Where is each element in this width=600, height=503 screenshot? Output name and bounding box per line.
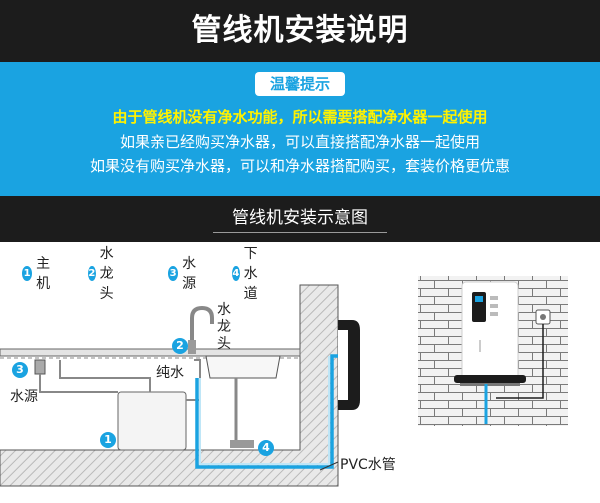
dispenser-side [338,320,360,410]
legend-label: 水龙头 [99,246,114,302]
wall-and-floor [0,284,339,487]
countertop [0,348,301,359]
faucet-label-char-2: 龙 [217,319,231,335]
legend-item-water-source: 3 水源 [168,256,201,292]
valve [34,359,118,393]
water-source-label: 水源 [10,389,38,405]
tip-line-3: 如果没有购买净水器，可以和净水器搭配购买，套装价格更优惠 [89,157,510,175]
marker-1: 1 [100,432,116,448]
pure-water-label: 纯水 [156,365,184,381]
legend-number: 1 [22,265,33,281]
diagram-title: 管线机安装示意图 [232,208,368,228]
outlet-and-cord [496,309,551,399]
tip-line-2: 如果亲已经购买净水器，可以直接搭配净水器一起使用 [119,133,480,151]
tip-line-highlight: 由于管线机没有净水功能，所以需要搭配净水器一起使用 [112,108,488,126]
legend-item-faucet: 2 水龙头 [88,246,121,302]
legend-label: 下水道 [243,246,258,302]
faucet [188,305,214,354]
legend-number: 2 [88,265,96,281]
tips-badge: 温馨提示 [255,72,345,96]
page-title: 管线机安装说明 [191,13,409,48]
pvc-leader [319,461,339,471]
faucet-label-char-1: 水 [217,302,231,318]
faucet-label: 水 龙 头 [216,302,232,353]
machine-front [454,281,526,386]
legend-item-drain: 4 下水道 [232,246,265,302]
legend-label: 主机 [36,256,51,292]
header-bar [0,0,600,62]
legend-item-host: 1 主机 [22,256,55,292]
legend-number: 3 [168,265,179,281]
title-underline [213,232,387,233]
marker-2: 2 [172,338,188,354]
sink-basin [205,355,281,448]
faucet-label-char-3: 头 [217,336,231,352]
install-diagram [0,276,568,487]
marker-3: 3 [12,362,28,378]
legend-label: 水源 [182,256,197,292]
marker-4: 4 [258,440,274,456]
legend-number: 4 [232,265,240,281]
diagram-header-bar [0,196,600,242]
pvc-pipe-label: PVC水管 [340,457,396,473]
